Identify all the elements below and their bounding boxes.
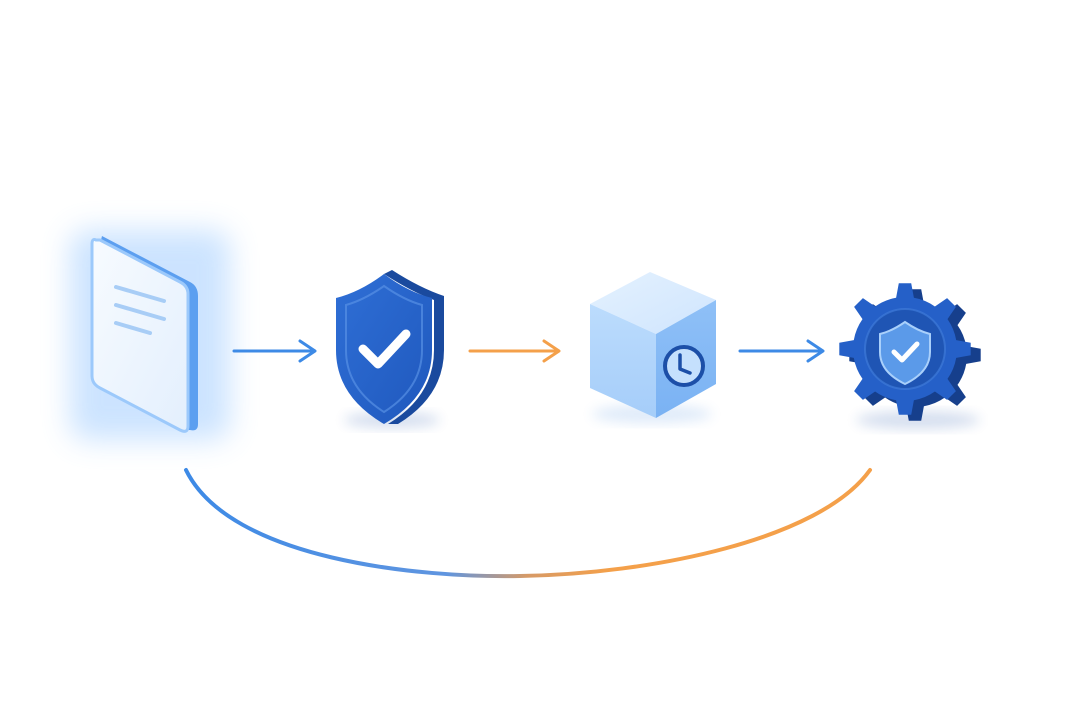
arrow-document-to-shield xyxy=(232,339,317,363)
shield-icon xyxy=(879,320,931,386)
arrow-box-to-gear xyxy=(738,339,825,363)
node-timed-box xyxy=(590,272,716,423)
return-arc xyxy=(184,468,872,579)
gear-shield-icon xyxy=(839,283,981,421)
document-icon xyxy=(90,236,198,433)
shield-check-icon xyxy=(336,270,444,424)
node-secure-gear xyxy=(839,283,981,429)
node-shield xyxy=(336,270,444,428)
arrow-shield-to-box xyxy=(468,339,561,363)
clock-icon xyxy=(663,345,705,387)
clock-cube-icon xyxy=(590,272,716,418)
node-document xyxy=(70,230,230,440)
